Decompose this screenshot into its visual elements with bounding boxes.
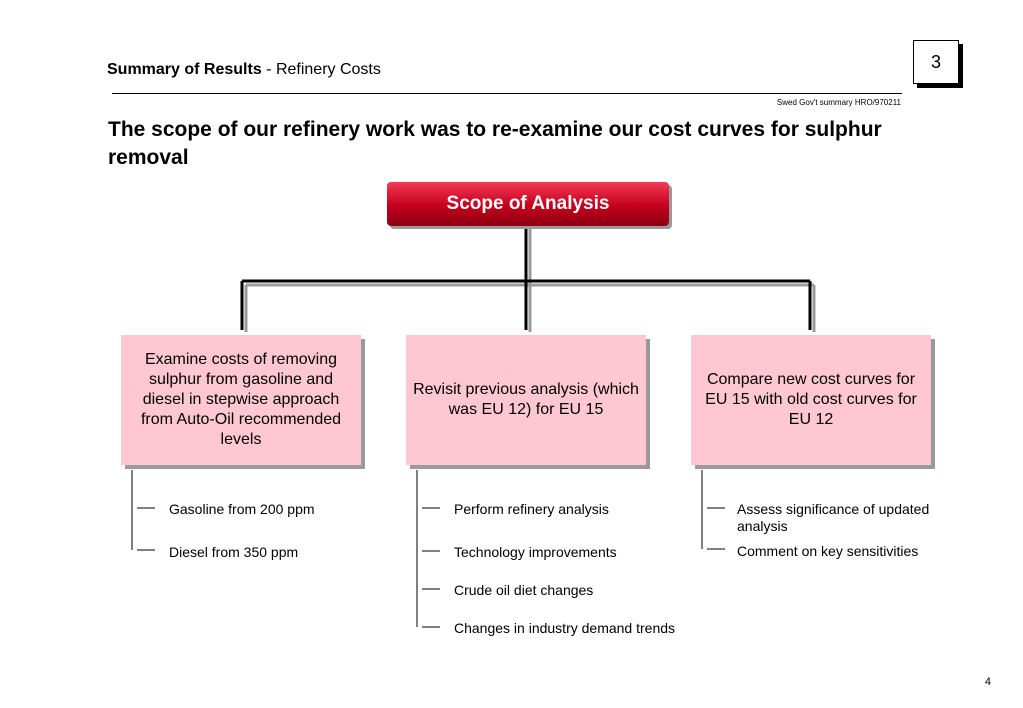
list-item: Technology improvements — [454, 544, 617, 560]
header-rule — [112, 93, 902, 94]
list-item: Comment on key sensitivities — [737, 543, 919, 559]
doc-reference: Swed Gov't summary HRO/970211 — [776, 98, 901, 107]
tree-lines — [240, 226, 812, 330]
list-item: Diesel from 350 ppm — [169, 544, 299, 560]
slide-title: The scope of our refinery work was to re… — [108, 118, 882, 169]
slide-header: Summary of Results - Refinery Costs — [107, 61, 381, 79]
column-box-2-text: Revisit previous analysis (which was EU … — [413, 381, 639, 418]
column-box-3: Compare new cost curves for EU 15 with o… — [691, 335, 931, 465]
list-item: Assess significance of updated analysis — [737, 501, 930, 534]
list-item: Gasoline from 200 ppm — [169, 501, 315, 517]
column-box-3-text: Compare new cost curves for EU 15 with o… — [705, 371, 917, 428]
header-bold: Summary of Results — [107, 61, 262, 78]
page-number: 4 — [984, 676, 991, 688]
header-rest: - Refinery Costs — [261, 61, 381, 78]
column-box-2: Revisit previous analysis (which was EU … — [406, 335, 646, 465]
bullet-lines — [131, 470, 725, 628]
section-number-box: 3 — [913, 40, 959, 84]
scope-of-analysis-box: Scope of Analysis — [387, 182, 669, 226]
list-item: Crude oil diet changes — [454, 582, 594, 598]
column-box-1-text: Examine costs of removing sulphur from g… — [140, 351, 342, 448]
list-item: Perform refinery analysis — [454, 501, 609, 517]
list-item: Changes in industry demand trends — [454, 620, 676, 636]
column-box-1: Examine costs of removing sulphur from g… — [121, 335, 361, 465]
